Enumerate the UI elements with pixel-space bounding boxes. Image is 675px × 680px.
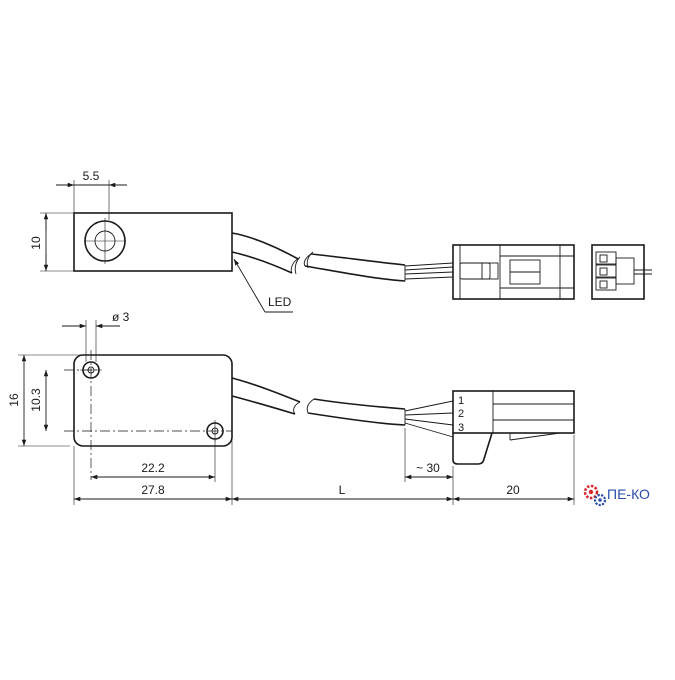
dimension-hole-diameter: ø 3 xyxy=(62,310,130,362)
led-label: LED xyxy=(268,295,292,309)
dimension-10: 10 xyxy=(29,212,74,272)
pin-1: 1 xyxy=(458,395,464,407)
dimension-16: 16 xyxy=(7,354,82,447)
led-leader: LED xyxy=(233,258,293,313)
dimension-10.3: 10.3 xyxy=(29,370,49,431)
connector-end-view xyxy=(591,244,652,300)
dim-width-label: 5.5 xyxy=(83,169,100,183)
sensor-body-top xyxy=(73,212,233,272)
cable-side xyxy=(231,377,454,438)
sensor-body-side xyxy=(73,354,233,447)
dimension-22.2: 22.2 xyxy=(91,440,216,482)
dim-strip-label: ~ 30 xyxy=(416,461,440,475)
side-view: 1 2 3 ø 3 16 10.3 xyxy=(7,310,575,505)
connector-side: 1 2 3 xyxy=(452,390,575,465)
dim-hole-spacing-v-label: 10.3 xyxy=(29,388,43,412)
connector-top xyxy=(452,244,575,300)
logo: ПЕ-КО xyxy=(583,484,650,507)
dimension-5.5: 5.5 xyxy=(56,169,127,220)
top-view: 5.5 10 LED xyxy=(29,169,652,313)
logo-text: ПЕ-КО xyxy=(607,486,650,502)
pin-2: 2 xyxy=(458,408,464,420)
dim-length-label: 27.8 xyxy=(141,483,165,497)
dim-hole-label: ø 3 xyxy=(112,310,130,324)
dim-height-label-top: 10 xyxy=(29,236,43,250)
dim-cable-label: L xyxy=(339,483,346,497)
gear-icon xyxy=(583,484,607,507)
dimension-strip: ~ 30 xyxy=(404,428,453,482)
dimension-overall: 27.8 L 20 xyxy=(73,435,575,505)
mounting-hole-top xyxy=(84,218,126,264)
pin-3: 3 xyxy=(458,422,464,434)
cable-top xyxy=(231,232,454,282)
dim-height-label-side: 16 xyxy=(7,393,21,407)
dim-hole-spacing-h-label: 22.2 xyxy=(141,461,165,475)
dim-connector-label: 20 xyxy=(506,483,520,497)
